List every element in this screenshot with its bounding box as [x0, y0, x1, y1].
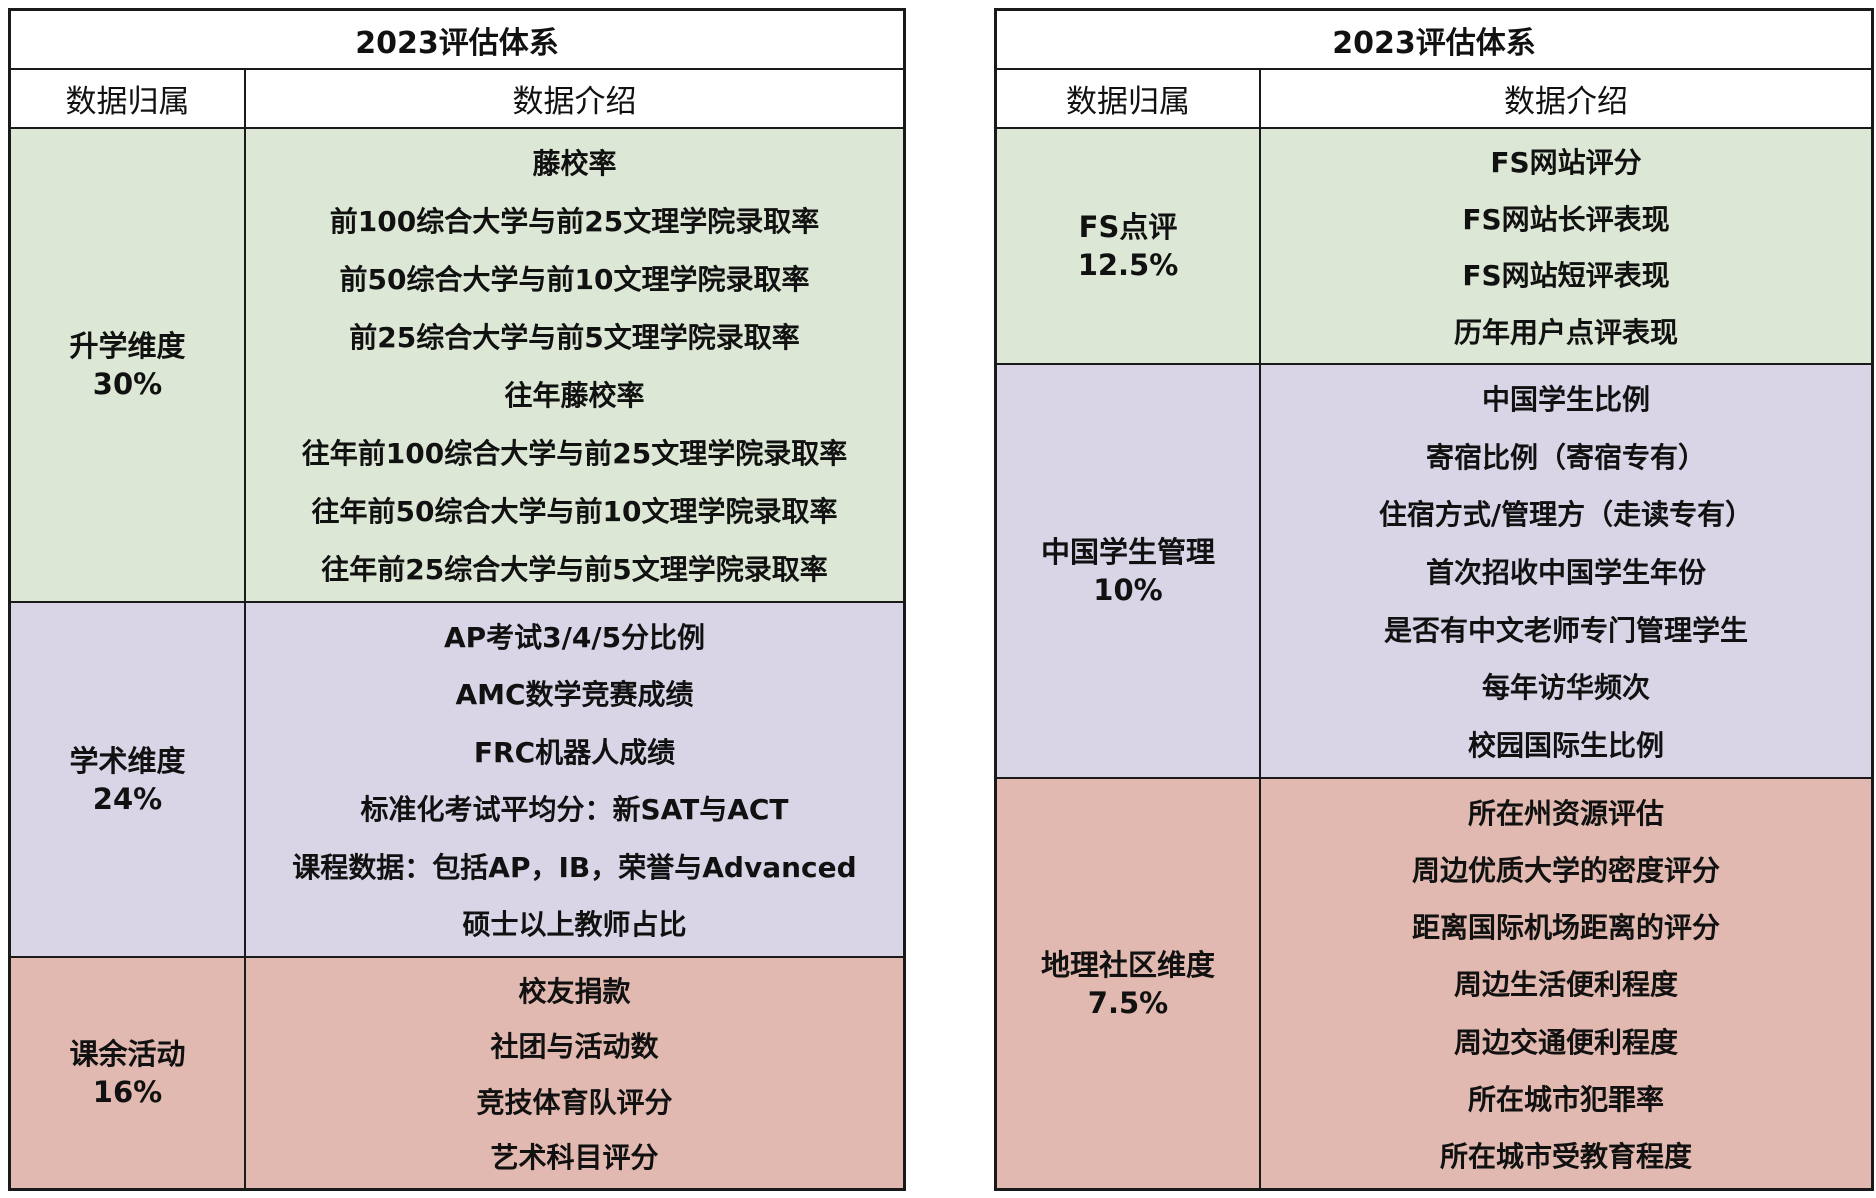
- description-item: FS网站长评表现: [1462, 202, 1670, 236]
- description-item: 校园国际生比例: [1467, 729, 1664, 763]
- category-weight: 24%: [92, 781, 163, 816]
- description-cell: AP考试3/4/5分比例 AMC数学竞赛成绩 FRC机器人成绩标准化考试平均分：新S…: [246, 603, 903, 958]
- category-name: FS点评: [1078, 210, 1178, 244]
- description-cell: 所在州资源评估周边优质大学的密度评分距离国际机场距离的评分周边生活便利程度周边交…: [1261, 779, 1871, 1188]
- description-item: 首次招收中国学生年份: [1425, 555, 1706, 589]
- category-cell: 升学维度 30%: [11, 129, 246, 603]
- description-item: 住宿方式/管理方（走读专有）: [1378, 498, 1754, 532]
- category-name: 地理社区维度: [1040, 947, 1215, 982]
- category-weight: 12.5%: [1077, 248, 1179, 282]
- description-cell: 校友捐款社团与活动数竞技体育队评分艺术科目评分: [246, 958, 903, 1188]
- description-item: 艺术科目评分: [490, 1141, 659, 1175]
- description-item: 是否有中文老师专门管理学生: [1383, 613, 1748, 647]
- description-item: FRC机器人成绩: [473, 735, 676, 769]
- category-name: 课余活动: [69, 1037, 186, 1071]
- category-weight: 16%: [92, 1075, 163, 1109]
- category-weight: 10%: [1093, 573, 1163, 607]
- column-header-description: 数据介绍: [1261, 70, 1871, 129]
- category-weight: 7.5%: [1087, 985, 1169, 1020]
- column-header-category: 数据归属: [997, 70, 1261, 129]
- right-evaluation-table: 2023评估体系 数据归属 数据介绍 FS点评 12.5% FS网站评分 FS网站长评…: [994, 8, 1874, 1191]
- left-evaluation-table: 2023评估体系 数据归属 数据介绍 升学维度 30% 藤校率前100综合大学与前2…: [8, 8, 906, 1191]
- description-item: 社团与活动数: [490, 1030, 659, 1064]
- description-cell: 中国学生比例寄宿比例（寄宿专有） 住宿方式/管理方（走读专有） 首次招收中国学生年份…: [1261, 365, 1871, 779]
- description-item: 中国学生比例: [1481, 382, 1650, 416]
- description-item: 前100综合大学与前25文理学院录取率: [329, 205, 820, 238]
- description-item: 竞技体育队评分: [476, 1085, 673, 1119]
- description-item: AMC数学竞赛成绩: [455, 678, 694, 712]
- description-item: 周边优质大学的密度评分: [1411, 853, 1720, 887]
- description-item: 往年前25综合大学与前5文理学院录取率: [321, 553, 828, 586]
- description-item: 硕士以上教师占比: [462, 908, 687, 942]
- description-cell: FS网站评分 FS网站长评表现 FS网站短评表现历年用户点评表现: [1261, 129, 1871, 365]
- description-item: 藤校率: [532, 147, 617, 180]
- description-item: 每年访华频次: [1481, 671, 1650, 705]
- description-item: 前25综合大学与前5文理学院录取率: [349, 321, 800, 354]
- description-item: 所在城市犯罪率: [1467, 1083, 1664, 1117]
- description-item: 周边生活便利程度: [1453, 968, 1678, 1002]
- description-item: AP考试3/4/5分比例: [443, 620, 706, 654]
- column-header-category: 数据归属: [11, 70, 246, 129]
- description-item: 所在城市受教育程度: [1439, 1140, 1692, 1174]
- description-item: 往年前50综合大学与前10文理学院录取率: [311, 495, 838, 528]
- category-name: 中国学生管理: [1040, 535, 1215, 569]
- description-item: 标准化考试平均分：新SAT与ACT: [360, 793, 789, 827]
- category-name: 升学维度: [69, 329, 186, 363]
- description-item: 距离国际机场距离的评分: [1411, 911, 1720, 945]
- description-item: 前50综合大学与前10文理学院录取率: [339, 263, 810, 296]
- description-cell: 藤校率前100综合大学与前25文理学院录取率前50综合大学与前10文理学院录取率…: [246, 129, 903, 603]
- description-item: 往年藤校率: [504, 379, 645, 412]
- description-item: 所在州资源评估: [1467, 796, 1664, 830]
- description-item: 校友捐款: [518, 974, 631, 1008]
- category-cell: FS点评 12.5%: [997, 129, 1261, 365]
- description-item: 周边交通便利程度: [1453, 1025, 1678, 1059]
- description-item: 课程数据：包括AP，IB，荣誉与Advanced: [292, 850, 857, 884]
- table-title: 2023评估体系: [997, 11, 1871, 70]
- description-item: 往年前100综合大学与前25文理学院录取率: [301, 437, 848, 470]
- column-header-description: 数据介绍: [246, 70, 903, 129]
- description-item: 历年用户点评表现: [1453, 315, 1678, 349]
- description-item: FS网站评分: [1490, 146, 1642, 180]
- category-cell: 课余活动 16%: [11, 958, 246, 1188]
- table-title: 2023评估体系: [11, 11, 903, 70]
- category-weight: 30%: [92, 367, 163, 401]
- description-item: 寄宿比例（寄宿专有）: [1425, 440, 1706, 474]
- category-cell: 中国学生管理 10%: [997, 365, 1261, 779]
- description-item: FS网站短评表现: [1462, 259, 1670, 293]
- category-name: 学术维度: [69, 743, 186, 778]
